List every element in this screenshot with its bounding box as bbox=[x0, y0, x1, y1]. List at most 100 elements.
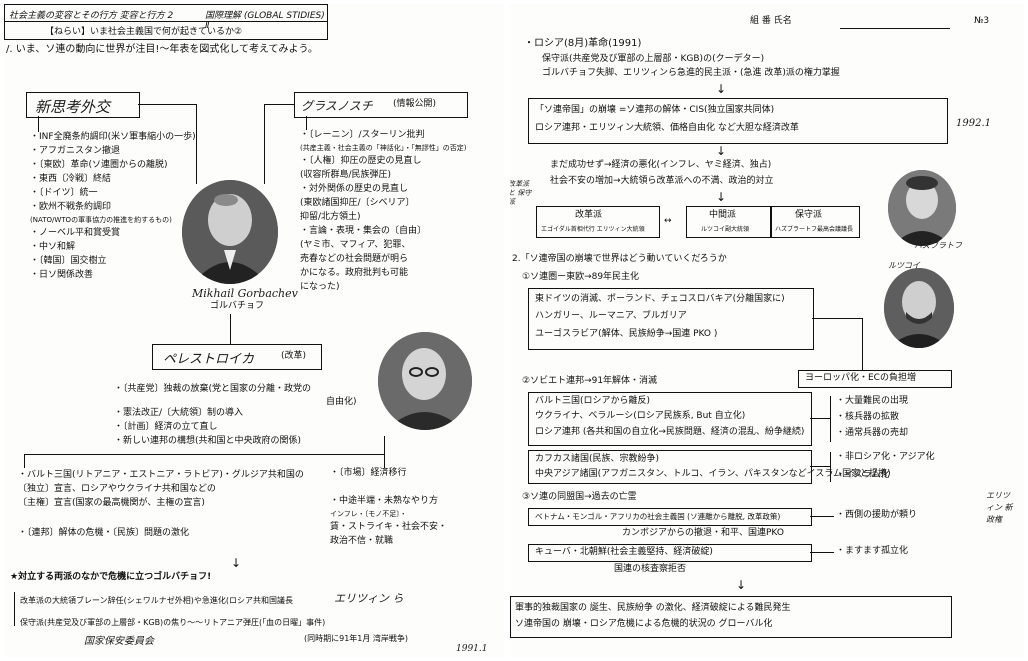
caucasus-asia-box: カフカス諸国(民族、宗教紛争) 中央アジア諸国(アフガニスタン、トルコ、イラン、… bbox=[528, 450, 891, 484]
connector-line bbox=[24, 454, 384, 456]
connector-line bbox=[810, 552, 834, 554]
list-item: ・INF全廃条約調印(米ソ軍事縮小の一歩) bbox=[30, 132, 196, 142]
bracket-line bbox=[14, 592, 16, 626]
list-item: ・日ソ関係改善 bbox=[30, 270, 94, 280]
list-item: 保守派(共産党及び軍部の上層部・KGB)の焦り〜〜リトアニア弾圧(「血の日曜」事… bbox=[20, 618, 326, 627]
perestroika-box: ペレストロイカ (改革) bbox=[152, 344, 322, 370]
politician-photo bbox=[378, 332, 472, 430]
consequence-item: ・ますます孤立化 bbox=[836, 546, 909, 556]
soviet-republics-box: バルト三国(ロシアから離反) ウクライナ、ベラルーシ(ロシア民族系, But 自… bbox=[528, 392, 812, 446]
student-fields: 組 番 氏名 bbox=[750, 16, 792, 26]
failure-line: 社会不安の増加→大統領ら改革派への不満、政治的対立 bbox=[550, 176, 774, 186]
box-line: ハンガリー、ルーマニア、ブルガリア bbox=[535, 311, 687, 321]
box-line: ソ連帝国の 崩壊・ロシア危機による危機的状況の グローバル化 bbox=[515, 619, 773, 629]
box-line: 軍事的独裁国家の 誕生、民族紛争 の激化、経済破綻による難民発生 bbox=[515, 603, 791, 613]
khasbulatov-label: ハズブラトフ bbox=[914, 241, 962, 250]
list-item: 〔独立〕宣言、ロシアやウクライナ共和国などの bbox=[18, 484, 216, 494]
list-item: (共産主義・社会主義の「神話化」・「無謬性」の否定) bbox=[300, 144, 467, 152]
new-thinking-box: 新思考外交 bbox=[26, 92, 140, 118]
khasbulatov-photo bbox=[888, 170, 956, 246]
connector-line bbox=[812, 318, 862, 320]
list-item: ・ノーベル平和賞受賞 bbox=[30, 228, 121, 238]
list-item: 〔主権〕宣言(国家の最高機関が、主権の宣言) bbox=[18, 498, 205, 508]
coup-detail: 保守派(共産党及び軍部の上層部・KGB)の(クーデター) bbox=[542, 54, 765, 64]
coup-detail: ゴルバチョフ失脚、エリツィンら急進的民主派・(急進 改革)派の権力掌握 bbox=[542, 68, 840, 78]
header-course: 国際理解 (GLOBAL STIDIES) Ⅱ bbox=[205, 11, 325, 31]
portrait-image bbox=[888, 170, 956, 246]
consequence-item: ・大量難民の出現 bbox=[836, 396, 909, 406]
list-item: ・欧州不戦条約調印 bbox=[30, 202, 112, 212]
faction-members: エゴイダル首相代行 エリツィン大統領 bbox=[541, 226, 645, 233]
gorbachev-signature: Mikhail Gorbachev bbox=[192, 287, 298, 300]
consequence-item: ・イスラム化 bbox=[836, 470, 890, 480]
gorbachev-caption: ゴルバチョフ bbox=[210, 301, 265, 311]
left-worksheet-page: 社会主義の変容とその行方 変容と行方 2 国際理解 (GLOBAL STIDIE… bbox=[4, 4, 504, 657]
connector-line bbox=[230, 314, 232, 344]
consequence-item: ・通常兵器の売却 bbox=[836, 428, 909, 438]
connector-line bbox=[810, 418, 830, 420]
europe-burden-box: ヨーロッパ化・ECの負担増 bbox=[798, 370, 952, 388]
list-item: ・〔レーニン〕/スターリン批判 bbox=[300, 130, 425, 140]
section-2-heading: 2.「ソ連帝国の崩壊で世界はどう動いていくだろうか bbox=[512, 254, 727, 264]
worksheet-number: №3 bbox=[974, 16, 990, 26]
reform-faction-box: 改革派 エゴイダル首相代行 エリツィン大統領 bbox=[536, 206, 660, 238]
bracket-line bbox=[830, 452, 832, 482]
list-item: ・バルト三国(リトアニア・エストニア・ラトビア)・グルジア共和国の bbox=[18, 470, 304, 480]
list-item: ・新しい連邦の構想(共和国と中央政府の関係) bbox=[114, 436, 302, 446]
box-line: カフカス諸国(民族、宗教紛争) bbox=[535, 454, 660, 464]
list-item: (ヤミ市、マフィア、犯罪、 bbox=[300, 240, 411, 250]
list-item: (東欧諸国抑圧/〔シベリア〕 bbox=[300, 198, 415, 208]
list-item-tail: 自由化) bbox=[326, 397, 357, 407]
down-arrow-icon: ↓ bbox=[716, 82, 727, 96]
conclusion-box: 軍事的独裁国家の 誕生、民族紛争 の激化、経済破綻による難民発生 ソ連帝国の 崩… bbox=[510, 596, 952, 638]
connector-line bbox=[24, 454, 26, 468]
list-item: ・〔東欧〕革命(ソ連圏からの離脱) bbox=[30, 160, 168, 170]
conservative-faction-box: 保守派 ハズブラートフ最高会議議長 bbox=[770, 206, 860, 238]
list-item: 抑留/北方領土) bbox=[300, 212, 361, 222]
worksheet-header: 社会主義の変容とその行方 変容と行方 2 国際理解 (GLOBAL STIDIE… bbox=[4, 4, 328, 40]
connector-line bbox=[196, 104, 198, 184]
portrait-image bbox=[378, 332, 472, 430]
faction-members: ハズブラートフ最高会議議長 bbox=[775, 226, 854, 233]
consequence-item: ・非ロシア化・アジア化 bbox=[836, 452, 935, 462]
connector-line bbox=[810, 516, 834, 518]
faction-name: 中間派 bbox=[709, 210, 737, 220]
list-item: かになる。政府批判も可能 bbox=[300, 268, 409, 278]
failure-line: まだ成功せず→経済の悪化(インフレ、ヤミ経済、独占) bbox=[550, 160, 772, 170]
perestroika-label: ペレストロイカ bbox=[163, 352, 255, 367]
faction-name: 保守派 bbox=[795, 210, 823, 220]
moderate-faction-box: 中間派 ルツコイ副大統領 bbox=[686, 206, 772, 238]
subsection-heading: ②ソビエト連邦→91年解体・消滅 bbox=[522, 376, 658, 386]
glasnost-sublabel: (情報公開) bbox=[393, 99, 437, 109]
intro-instruction: /. いま、ソ連の動向に世界が注目!〜年表を図式化して考えてみよう。 bbox=[6, 44, 318, 55]
box-line: 中央アジア諸国(アフガニスタン、トルコ、イラン、パキスタンなどイスラム国家と提携… bbox=[535, 469, 891, 479]
handwritten-date: 1991.1 bbox=[456, 644, 488, 654]
cuba-north-korea-box: キューバ・北朝鮮(社会主義堅持、経済破綻) bbox=[528, 544, 812, 562]
box-line: ベトナム・モンゴル・アフリカの社会主義国 (ソ連離から離脱, 改革政策) bbox=[535, 512, 781, 521]
header-aim: 【ねらい】いま社会主義国で何が起きているか② bbox=[45, 27, 243, 37]
conclusion-text: ★対立する両派のなかで危機に立つゴルバチョフ! bbox=[10, 572, 212, 582]
handwritten-kgb-note: 国家保安委員会 bbox=[84, 636, 154, 647]
bidirectional-arrow-icon: ↔ bbox=[664, 216, 672, 226]
box-line: ウクライナ、ベラルーシ(ロシア民族系, But 自立化) bbox=[535, 411, 746, 421]
connector-line bbox=[38, 116, 40, 132]
allies-box: ベトナム・モンゴル・アフリカの社会主義国 (ソ連離から離脱, 改革政策) bbox=[528, 508, 812, 526]
down-arrow-icon: ↓ bbox=[716, 144, 727, 158]
list-item: 改革派の大統領ブレーン辞任(シェワルナゼ外相)や急進化(ロシア共和国議長 bbox=[20, 596, 293, 605]
list-item: ・憲法改正/〔大統領〕制の導入 bbox=[114, 408, 244, 418]
federation-crisis: ・〔連邦〕解体の危機・〔民族〕問題の激化 bbox=[18, 528, 190, 538]
allies-note: 国連の核査察拒否 bbox=[614, 564, 687, 574]
portrait-image bbox=[182, 180, 278, 284]
collapse-line: 「ソ連帝国」の崩壊 =ソ連邦の解体・CIS(独立国家共同体) bbox=[535, 105, 775, 115]
market-economy-item: ・〔市場〕経済移行 bbox=[330, 468, 407, 478]
header-divider bbox=[5, 21, 327, 22]
perestroika-sublabel: (改革) bbox=[281, 351, 307, 361]
list-item: ・言論・表現・集会の〔自由〕 bbox=[300, 226, 427, 236]
list-item: ・〔ドイツ〕統一 bbox=[30, 188, 98, 198]
list-item: ・〔計画〕経済の立て直し bbox=[114, 422, 218, 432]
list-item: (NATO/WTOの軍事協力の推進を約するもの) bbox=[30, 216, 172, 224]
list-item: ・アフガニスタン撤退 bbox=[30, 146, 121, 156]
list-item: ・対外関係の歴史の見直し bbox=[300, 184, 409, 194]
glasnost-label: グラスノスチ bbox=[301, 99, 373, 113]
faction-members: ルツコイ副大統領 bbox=[701, 226, 750, 233]
